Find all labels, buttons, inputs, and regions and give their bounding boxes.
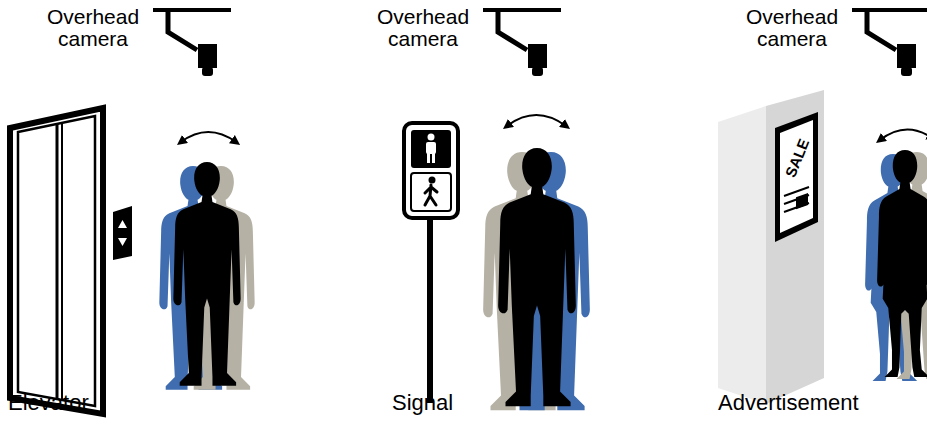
signal-housing [404, 123, 458, 218]
camera-body [198, 44, 217, 68]
camera-mount [153, 8, 231, 12]
advertisement-board [718, 90, 824, 404]
walk-figure [425, 185, 437, 205]
walk-figure [429, 177, 436, 184]
rotation-arrow [507, 115, 566, 126]
call-button-panel [113, 206, 132, 260]
camera-body [897, 44, 916, 68]
person-silhouette [173, 162, 240, 386]
camera-mount [852, 8, 927, 12]
signal-pole [427, 215, 433, 403]
caption-label: Elevator [8, 390, 89, 416]
down-button [118, 238, 127, 246]
poster-picture [796, 193, 808, 209]
stop-figure [428, 134, 435, 141]
camera-label: Overhead camera [37, 6, 149, 50]
poster-text: SALE [782, 136, 813, 179]
poster-inner [780, 120, 813, 233]
camera-body [528, 44, 547, 68]
camera-label: Overhead camera [736, 6, 848, 50]
person-silhouette [877, 150, 927, 377]
elevator-frame [10, 108, 103, 414]
caption-label: Advertisement [718, 390, 859, 416]
board-front [766, 90, 824, 404]
board-side [718, 106, 766, 404]
camera-lens [901, 67, 912, 76]
camera-mount [483, 8, 561, 12]
sale-poster [775, 112, 818, 242]
stop-figure [426, 142, 436, 154]
camera-lens [202, 67, 213, 76]
camera-arm [867, 10, 896, 50]
person-silhouette [498, 148, 576, 406]
stop-lamp [411, 130, 451, 168]
pedestrian-signal [404, 123, 458, 403]
up-button [118, 220, 127, 228]
overhead-camera [852, 10, 927, 76]
camera-arm [168, 10, 197, 50]
elevator [10, 108, 132, 414]
rotation-arrow [181, 132, 236, 142]
stop-figure [432, 153, 435, 163]
stop-figure [427, 153, 430, 163]
door-split [61, 123, 63, 400]
camera-label: Overhead camera [367, 6, 479, 50]
camera-lens [532, 67, 543, 76]
door-split [56, 124, 59, 399]
camera-arm [498, 10, 527, 50]
walk-lamp [411, 173, 451, 211]
overhead-camera [483, 10, 561, 76]
overhead-camera [153, 10, 231, 76]
elevator-door [18, 116, 95, 406]
rotation-arrow [880, 129, 927, 140]
caption-label: Signal [392, 390, 453, 416]
